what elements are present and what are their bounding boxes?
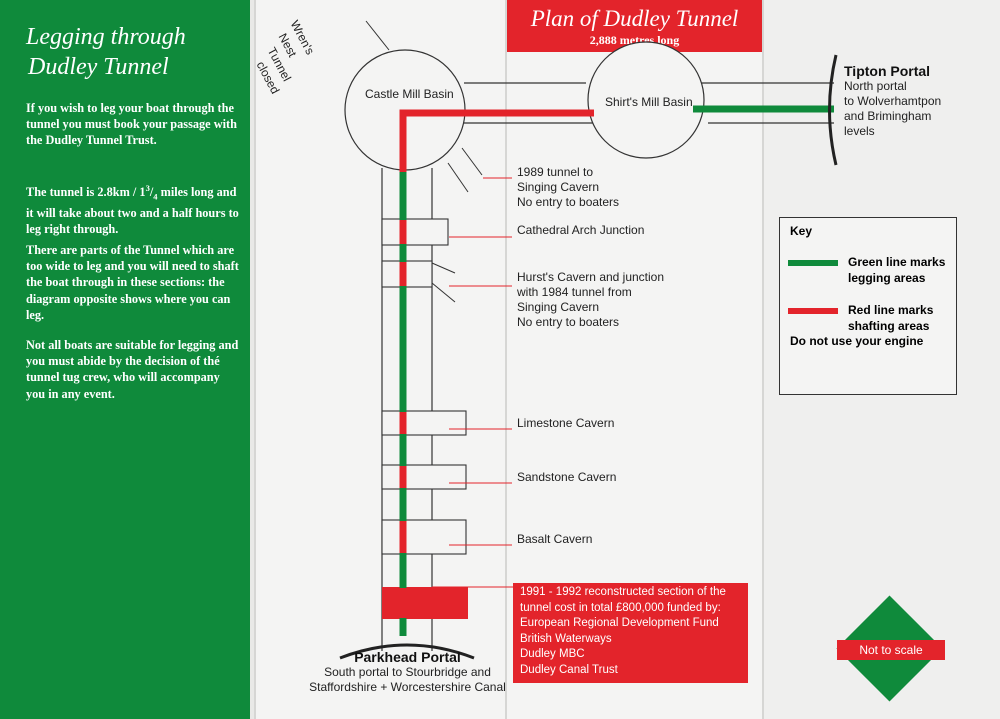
key-title: Key bbox=[790, 224, 813, 238]
red-swatch bbox=[788, 308, 838, 314]
tunnel-1989-line-b bbox=[461, 147, 483, 176]
castle-mill-basin-label: Castle Mill Basin bbox=[365, 87, 454, 101]
fold-line-middle bbox=[505, 0, 507, 719]
intro-paragraph-booking: If you wish to leg your boat through the… bbox=[26, 101, 237, 148]
hursts-junction-line-b bbox=[431, 282, 456, 303]
tipton-portal-block: Tipton Portal North portal to Wolverhamt… bbox=[844, 64, 941, 139]
limestone-cavern-label: Limestone Cavern bbox=[517, 416, 615, 430]
tunnel-1989-line bbox=[447, 162, 469, 193]
intro-title: Legging through Dudley Tunnel bbox=[26, 22, 241, 82]
engine-note: Do not use your engine bbox=[790, 334, 924, 348]
intro-paragraph-shafting: There are parts of the Tunnel which are … bbox=[26, 243, 239, 322]
parkhead-portal-block: Parkhead Portal South portal to Stourbri… bbox=[300, 650, 515, 695]
parkhead-portal-line2: Staffordshire + Worcestershire Canal bbox=[309, 680, 506, 694]
intro-title-line2: Dudley Tunnel bbox=[28, 54, 169, 80]
reconstruction-note: 1991 - 1992 reconstructed section of the… bbox=[513, 583, 748, 683]
tipton-portal-line3: and Brimingham bbox=[844, 109, 932, 123]
cathedral-arch-box bbox=[381, 218, 449, 246]
hursts-junction-line-a bbox=[431, 262, 456, 274]
green-swatch bbox=[788, 260, 838, 266]
fold-line-left bbox=[254, 0, 256, 719]
sandstone-cavern-label: Sandstone Cavern bbox=[517, 470, 617, 484]
plan-header: Plan of Dudley Tunnel 2,888 metres long bbox=[507, 0, 762, 52]
parkhead-portal-name: Parkhead Portal bbox=[354, 649, 461, 665]
limestone-cavern-box bbox=[381, 410, 467, 436]
green-key-label: Green line marks legging areas bbox=[848, 255, 946, 285]
sandstone-cavern-box bbox=[381, 464, 467, 490]
shirts-mill-basin-label: Shirt's Mill Basin bbox=[605, 95, 693, 109]
tipton-portal-line2: to Wolverhamtpon bbox=[844, 94, 942, 108]
hursts-cavern-box bbox=[381, 260, 433, 288]
tipton-portal-name: Tipton Portal bbox=[844, 63, 931, 79]
intro-title-line1: Legging through bbox=[26, 24, 186, 50]
plan-title: Plan of Dudley Tunnel bbox=[530, 6, 739, 31]
intro-paragraph-suitability: Not all boats are suitable for legging a… bbox=[26, 338, 239, 401]
reconstructed-section-block bbox=[382, 587, 468, 619]
not-to-scale-label: Not to scale bbox=[837, 640, 945, 660]
parkhead-portal-line1: South portal to Stourbridge and bbox=[324, 665, 491, 679]
intro-panel: Legging through Dudley Tunnel If you wis… bbox=[0, 0, 250, 719]
basalt-cavern-label: Basalt Cavern bbox=[517, 532, 593, 546]
hursts-cavern-label: Hurst's Cavern and junction with 1984 tu… bbox=[517, 270, 665, 329]
shirts-mill-basin-circle bbox=[587, 41, 705, 159]
tunnel-1989-label: 1989 tunnel to Singing Cavern No entry t… bbox=[517, 165, 620, 209]
fold-line-right bbox=[762, 0, 764, 719]
tipton-portal-arc bbox=[828, 54, 838, 166]
tipton-portal-line4: levels bbox=[844, 124, 875, 138]
wrens-nest-tunnel-line bbox=[365, 20, 390, 51]
intro-paragraph-length: The tunnel is 2.8km / 13/4 miles long an… bbox=[26, 183, 239, 236]
cathedral-arch-label: Cathedral Arch Junction bbox=[517, 223, 645, 237]
parkhead-portal-arc bbox=[339, 643, 475, 660]
red-key-label: Red line marks shafting areas bbox=[848, 303, 934, 333]
key-legend: Key Green line marks legging areas Red l… bbox=[779, 217, 957, 395]
tipton-portal-line1: North portal bbox=[844, 79, 907, 93]
basalt-cavern-box bbox=[381, 519, 467, 555]
red-shafting-line-basin bbox=[399, 109, 594, 172]
